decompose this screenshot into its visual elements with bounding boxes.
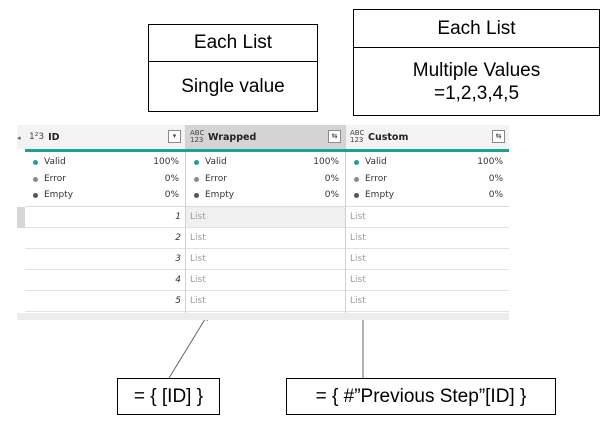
error-dot-icon [194,176,199,182]
expand-icon[interactable]: ⇆ [492,130,505,143]
column-name: ID [48,131,60,143]
arrow-to-wrapped [168,315,208,379]
callout-title: Each List [149,25,317,62]
error-dot-icon [354,176,359,182]
column-name: Custom [368,131,409,143]
column-header-custom[interactable]: ABC 123 Custom ⇆ [346,125,509,149]
valid-dot-icon [354,159,359,165]
table-cell[interactable]: List [186,270,345,291]
table-cell[interactable]: List [346,207,509,228]
table-cell[interactable]: 4 [25,270,185,291]
whole-number-type-icon[interactable]: 1²3 [29,132,45,142]
valid-dot-icon [33,159,38,165]
column-header-wrapped[interactable]: ABC 123 Wrapped ⇆ [186,125,345,149]
table-cell[interactable]: 5 [25,291,185,312]
column-quality-bar [25,149,509,152]
any-type-icon[interactable]: ABC 123 [350,129,365,144]
empty-dot-icon [33,192,38,198]
table-cell[interactable]: List [346,249,509,270]
any-type-icon[interactable]: ABC 123 [190,129,205,144]
column-divider [345,125,346,313]
table-cell[interactable]: 3 [25,249,185,270]
formula-box-previous-step: = { #”Previous Step”[ID] } [286,378,556,415]
expand-icon[interactable]: ⇆ [328,130,341,143]
column-divider [185,125,186,313]
table-cell[interactable]: 2 [25,228,185,249]
column-name: Wrapped [208,131,257,143]
formula-box-id: = { [ID] } [117,378,220,415]
empty-dot-icon [194,192,199,198]
error-dot-icon [33,176,38,182]
table-cell[interactable]: List [346,291,509,312]
callout-body-line2: =1,2,3,4,5 [433,82,520,104]
row-selector[interactable] [17,207,25,228]
callout-body: Single value [181,75,285,97]
table-cell[interactable]: List [346,270,509,291]
callout-each-list-multiple: Each List Multiple Values =1,2,3,4,5 [353,9,600,116]
table-cell[interactable]: List [186,291,345,312]
column-header-id[interactable]: 1²3 ID ▾ [25,125,185,149]
callout-body-line1: Multiple Values [412,59,541,81]
table-cell[interactable]: List [186,249,345,270]
filter-dropdown-icon[interactable]: ▾ [168,130,181,143]
grid-bottom-shadow [17,313,509,320]
table-cell[interactable]: List [346,228,509,249]
callout-body: Multiple Values =1,2,3,4,5 [354,48,599,115]
valid-dot-icon [194,159,199,165]
left-arrow-icon[interactable]: ◂ [17,134,21,142]
table-cell[interactable]: 1 [25,207,185,228]
table-cell[interactable]: List [186,207,345,228]
callout-title: Each List [354,10,599,48]
empty-dot-icon [354,192,359,198]
callout-each-list-single: Each List Single value [148,24,318,112]
table-cell[interactable]: List [186,228,345,249]
